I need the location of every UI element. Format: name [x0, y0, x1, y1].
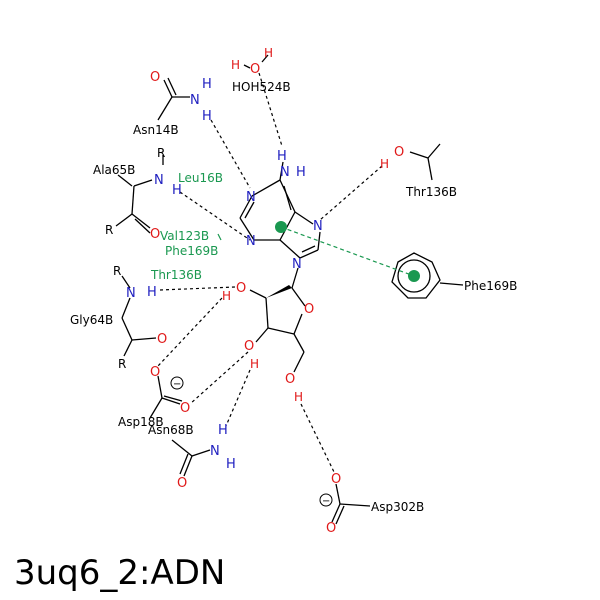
label-leu16b: Leu16B	[178, 171, 223, 185]
ligand-n7: N	[313, 219, 323, 234]
ligand-n3: N	[246, 234, 256, 249]
gly64b-o: O	[157, 332, 167, 347]
residue-skeletons	[115, 54, 441, 525]
ribose-o2-h: H	[222, 289, 231, 303]
hoh-o: O	[250, 62, 260, 77]
asp302b-charge-sign: −	[322, 496, 330, 507]
ligand-ring-centroid	[275, 221, 287, 233]
hoh-h1: H	[231, 58, 240, 72]
asp302b-o1: O	[331, 472, 341, 487]
gly64b-r: R	[113, 264, 121, 278]
asp18b-o2: O	[180, 401, 190, 416]
pi-stacking	[275, 221, 420, 282]
label-phe169b-ring: Phe169B	[464, 279, 517, 293]
label-asp302b: Asp302B	[371, 500, 424, 514]
ribose-o5-h: H	[294, 390, 303, 404]
ribose-o4: O	[304, 302, 314, 317]
label-val123b: Val123B	[160, 229, 209, 243]
ligand-amine-h2: H	[296, 165, 306, 180]
gly64b-h: H	[147, 285, 157, 300]
asn68b-o: O	[177, 476, 187, 491]
ligand-amine-h: H	[277, 149, 287, 164]
asp18b-charge-sign: −	[173, 379, 181, 390]
hoh-h2: H	[264, 46, 273, 60]
asn14b-n: N	[190, 93, 200, 108]
ligand-amine-n: N	[280, 165, 290, 180]
ligand-n9: N	[292, 257, 302, 272]
label-asp18b: Asp18B	[118, 415, 164, 429]
page-title: 3uq6_2:ADN	[14, 553, 225, 593]
label-phe169b: Phe169B	[165, 244, 218, 258]
gly64b-r2: R	[118, 357, 126, 371]
ala65b-r2: R	[105, 223, 113, 237]
phe169b-ring-centroid	[408, 270, 420, 282]
asn68b-h1: H	[218, 423, 228, 438]
label-asn14b: Asn14B	[133, 123, 179, 137]
ribose-o3-h: H	[250, 357, 259, 371]
phe169b-ring	[391, 252, 464, 299]
label-ala65b: Ala65B	[93, 163, 135, 177]
ribose-o2: O	[236, 281, 246, 296]
ala65b-o: O	[150, 227, 160, 242]
label-asn68b: Asn68B	[148, 423, 194, 437]
thr136b-o: O	[394, 145, 404, 160]
asp302b-o2: O	[326, 521, 336, 536]
label-hoh524b: HOH524B	[232, 80, 291, 94]
asp18b-charge	[170, 376, 184, 390]
asn14b-o: O	[150, 70, 160, 85]
asp18b-o1: O	[150, 365, 160, 380]
label-thr136b: Thr136B	[405, 185, 457, 199]
thr136b-h: H	[380, 157, 389, 171]
asn68b-h2: H	[226, 457, 236, 472]
asn14b-h1: H	[202, 77, 212, 92]
residue-labels: HOH524B Asn14B Ala65B Thr136B Phe169B Gl…	[70, 80, 517, 514]
ligand-atoms: N N N N H N H O O H O H O H	[222, 149, 323, 404]
ala65b-h: H	[172, 183, 182, 198]
ribose-o3: O	[244, 339, 254, 354]
label-thr136b-hydrophobic: Thr136B	[150, 268, 202, 282]
ribose-o5: O	[285, 372, 295, 387]
ala65b-n: N	[154, 173, 164, 188]
asn68b-n: N	[210, 444, 220, 459]
ala65b-r: R	[157, 146, 165, 160]
hydrogen-bonds	[157, 72, 383, 475]
label-gly64b: Gly64B	[70, 313, 113, 327]
ligand-n1: N	[246, 190, 256, 205]
gly64b-n: N	[126, 286, 136, 301]
hydrophobic-labels: Leu16B Val123B Phe169B Thr136B	[150, 171, 223, 282]
asn14b-h2: H	[202, 109, 212, 124]
residue-atoms: H O H O H N H R N H R O O H R N H O R O …	[105, 46, 404, 536]
asp302b-charge	[319, 493, 333, 507]
ligand-skeleton	[239, 161, 321, 373]
